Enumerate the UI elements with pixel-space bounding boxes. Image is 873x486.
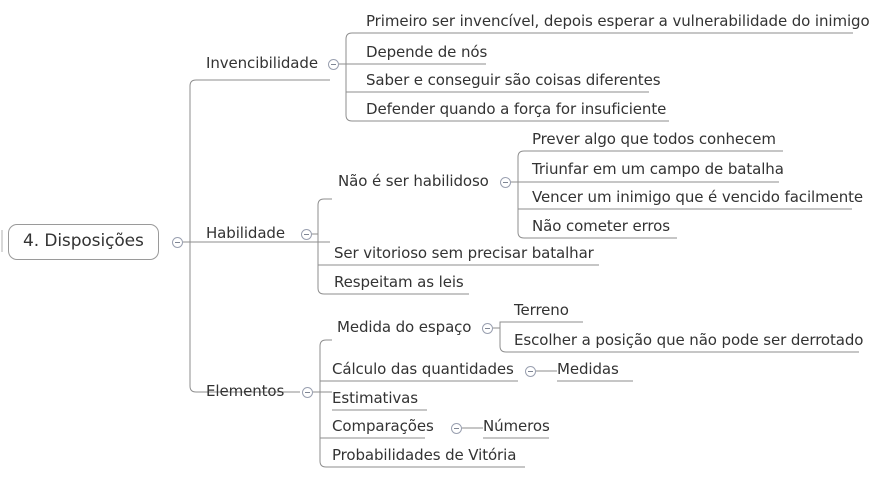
leaf-probabilidades-de-vitoria[interactable]: Probabilidades de Vitória xyxy=(332,446,517,464)
node-calculo-das-quantidades[interactable]: Cálculo das quantidades xyxy=(332,360,514,378)
nao-e-ser-habilidoso-collapse-toggle-icon[interactable] xyxy=(500,177,511,188)
branch-invencibilidade[interactable]: Invencibilidade xyxy=(206,54,318,72)
leaf-numeros[interactable]: Números xyxy=(483,417,550,435)
elementos-collapse-toggle-icon[interactable] xyxy=(302,387,313,398)
node-nao-e-ser-habilidoso[interactable]: Não é ser habilidoso xyxy=(338,172,489,190)
leaf-invencibilidade-3[interactable]: Saber e conseguir são coisas diferentes xyxy=(366,71,661,89)
invencibilidade-collapse-toggle-icon[interactable] xyxy=(328,59,339,70)
leaf-medida-1[interactable]: Terreno xyxy=(514,301,569,319)
branch-habilidade[interactable]: Habilidade xyxy=(206,224,285,242)
leaf-medida-2[interactable]: Escolher a posição que não pode ser derr… xyxy=(514,331,864,349)
calculo-das-quantidades-collapse-toggle-icon[interactable] xyxy=(525,366,536,377)
leaf-habilidoso-4[interactable]: Não cometer erros xyxy=(532,217,670,235)
leaf-habilidoso-1[interactable]: Prever algo que todos conhecem xyxy=(532,130,776,148)
leaf-medidas[interactable]: Medidas xyxy=(557,360,619,378)
leaf-habilidoso-2[interactable]: Triunfar em um campo de batalha xyxy=(532,160,784,178)
habilidade-collapse-toggle-icon[interactable] xyxy=(301,229,312,240)
branch-elementos[interactable]: Elementos xyxy=(206,382,285,400)
leaf-habilidade-3[interactable]: Respeitam as leis xyxy=(334,273,464,291)
medida-do-espaco-collapse-toggle-icon[interactable] xyxy=(482,323,493,334)
node-comparacoes[interactable]: Comparações xyxy=(332,417,434,435)
leaf-habilidade-2[interactable]: Ser vitorioso sem precisar batalhar xyxy=(334,244,594,262)
comparacoes-collapse-toggle-icon[interactable] xyxy=(451,423,462,434)
leaf-invencibilidade-1[interactable]: Primeiro ser invencível, depois esperar … xyxy=(366,12,870,30)
node-medida-do-espaco[interactable]: Medida do espaço xyxy=(337,318,472,336)
leaf-estimativas[interactable]: Estimativas xyxy=(332,389,418,407)
leaf-habilidoso-3[interactable]: Vencer um inimigo que é vencido facilmen… xyxy=(532,188,864,206)
leaf-invencibilidade-4[interactable]: Defender quando a força for insuficiente xyxy=(366,100,667,118)
root-node[interactable]: 4. Disposições xyxy=(8,224,159,260)
leaf-invencibilidade-2[interactable]: Depende de nós xyxy=(366,43,488,61)
root-collapse-toggle-icon[interactable] xyxy=(172,237,183,248)
